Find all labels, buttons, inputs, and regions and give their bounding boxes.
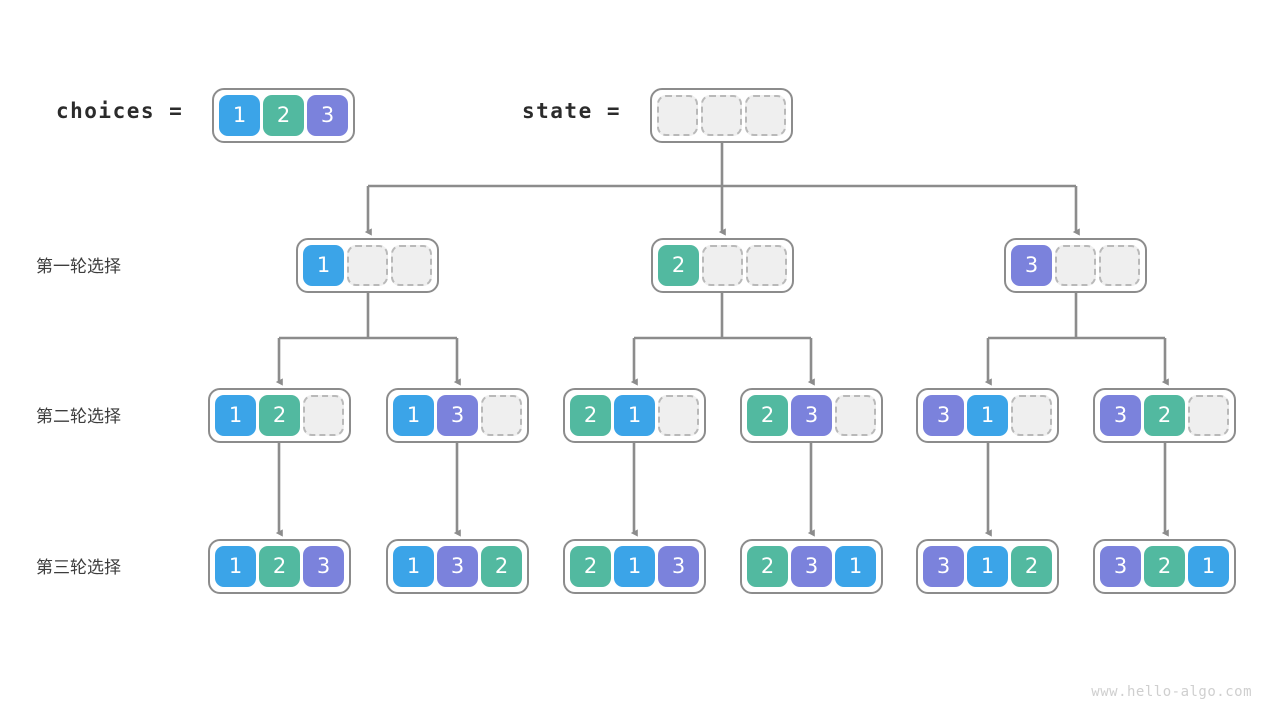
row-label-round1: 第一轮选择 bbox=[36, 257, 121, 277]
round1-node-1-cell-0: 1 bbox=[303, 245, 344, 286]
state-cell-0 bbox=[657, 95, 698, 136]
round3-node-1-cell-0: 1 bbox=[215, 546, 256, 587]
round2-node-3-cell-2 bbox=[658, 395, 699, 436]
round1-node-2-cell-1 bbox=[702, 245, 743, 286]
round2-node-5-cell-0: 3 bbox=[923, 395, 964, 436]
round1-node-2: 2 bbox=[651, 238, 794, 293]
row-label-round2: 第二轮选择 bbox=[36, 407, 121, 427]
round1-node-1: 1 bbox=[296, 238, 439, 293]
round3-node-1-cell-1: 2 bbox=[259, 546, 300, 587]
state-label: state = bbox=[522, 99, 622, 123]
round3-node-4-cell-2: 1 bbox=[835, 546, 876, 587]
round3-node-2-cell-1: 3 bbox=[437, 546, 478, 587]
choices-label: choices = bbox=[56, 99, 184, 123]
state-array bbox=[650, 88, 793, 143]
round2-node-5-cell-1: 1 bbox=[967, 395, 1008, 436]
round2-node-2-cell-1: 3 bbox=[437, 395, 478, 436]
round2-node-2-cell-0: 1 bbox=[393, 395, 434, 436]
round3-node-6-cell-1: 2 bbox=[1144, 546, 1185, 587]
round2-node-5-cell-2 bbox=[1011, 395, 1052, 436]
round1-node-3: 3 bbox=[1004, 238, 1147, 293]
choices-cell-2: 3 bbox=[307, 95, 348, 136]
choices-cell-0: 1 bbox=[219, 95, 260, 136]
round1-node-3-cell-0: 3 bbox=[1011, 245, 1052, 286]
round1-node-3-cell-2 bbox=[1099, 245, 1140, 286]
round2-node-3-cell-0: 2 bbox=[570, 395, 611, 436]
round2-node-1-cell-0: 1 bbox=[215, 395, 256, 436]
round1-node-1-cell-1 bbox=[347, 245, 388, 286]
round2-node-6-cell-1: 2 bbox=[1144, 395, 1185, 436]
round2-node-4-cell-1: 3 bbox=[791, 395, 832, 436]
round2-node-4-cell-0: 2 bbox=[747, 395, 788, 436]
round2-node-1-cell-2 bbox=[303, 395, 344, 436]
round3-node-5-cell-1: 1 bbox=[967, 546, 1008, 587]
round2-node-1-cell-1: 2 bbox=[259, 395, 300, 436]
round2-node-3-cell-1: 1 bbox=[614, 395, 655, 436]
round3-node-2-cell-2: 2 bbox=[481, 546, 522, 587]
round2-node-2-cell-2 bbox=[481, 395, 522, 436]
round1-node-2-cell-2 bbox=[746, 245, 787, 286]
round3-node-2-cell-0: 1 bbox=[393, 546, 434, 587]
round3-node-6-cell-0: 3 bbox=[1100, 546, 1141, 587]
round3-node-3-cell-0: 2 bbox=[570, 546, 611, 587]
round3-node-6-cell-2: 1 bbox=[1188, 546, 1229, 587]
state-cell-1 bbox=[701, 95, 742, 136]
round1-node-1-cell-2 bbox=[391, 245, 432, 286]
watermark: www.hello-algo.com bbox=[1091, 684, 1252, 700]
round3-node-5-cell-2: 2 bbox=[1011, 546, 1052, 587]
round2-node-6-cell-0: 3 bbox=[1100, 395, 1141, 436]
round3-node-4-cell-0: 2 bbox=[747, 546, 788, 587]
round3-node-3-cell-1: 1 bbox=[614, 546, 655, 587]
round3-node-5-cell-0: 3 bbox=[923, 546, 964, 587]
round2-node-4-cell-2 bbox=[835, 395, 876, 436]
round3-node-4-cell-1: 3 bbox=[791, 546, 832, 587]
choices-cell-1: 2 bbox=[263, 95, 304, 136]
round1-node-3-cell-1 bbox=[1055, 245, 1096, 286]
row-label-round3: 第三轮选择 bbox=[36, 558, 121, 578]
round2-node-6-cell-2 bbox=[1188, 395, 1229, 436]
state-cell-2 bbox=[745, 95, 786, 136]
round3-node-3-cell-2: 3 bbox=[658, 546, 699, 587]
round3-node-1-cell-2: 3 bbox=[303, 546, 344, 587]
round1-node-2-cell-0: 2 bbox=[658, 245, 699, 286]
